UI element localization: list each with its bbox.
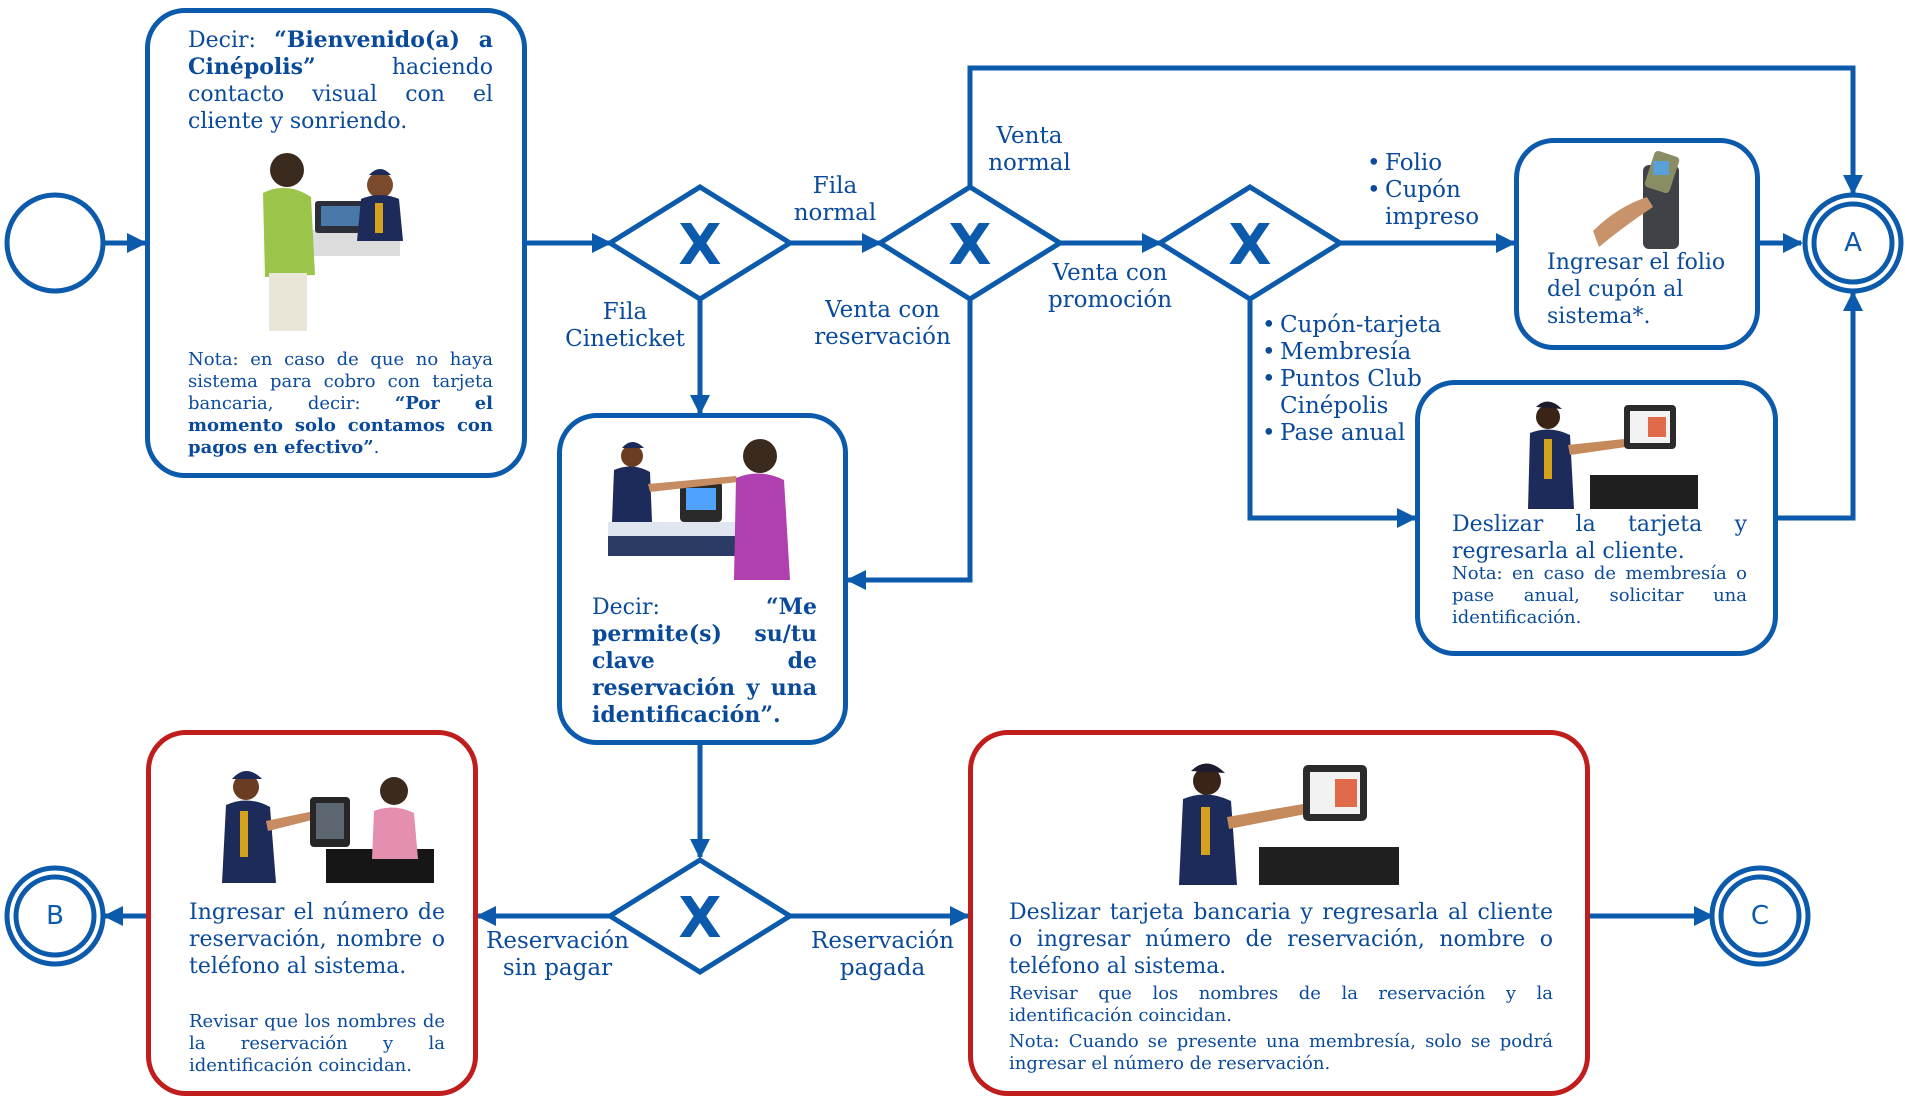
slide-card-task-box: Deslizar la tarjeta y regresarla al clie… <box>1415 380 1778 656</box>
connector-a-inner <box>1811 201 1895 285</box>
arrow-venta-reservacion <box>846 299 973 590</box>
paid-reservation-note-1: Revisar que los nombres de la reservació… <box>1009 983 1553 1026</box>
folio-task-text: Ingresar el folio del cupón al sistema*. <box>1547 250 1726 329</box>
welcome-task-box: Decir: “Bienvenido(a) a Cinépolis” hacie… <box>145 8 527 478</box>
gateway-3-symbol: X <box>1228 213 1272 278</box>
cashier-customer-photo <box>608 439 790 580</box>
cashier-terminal-photo <box>1528 401 1698 509</box>
connector-b-inner <box>13 874 97 958</box>
connector-a-outer <box>1802 192 1904 294</box>
reservation-request-box: Decir: “Me permite(s) su/tu clave de res… <box>557 413 848 745</box>
slide-card-text: Deslizar la tarjeta y regresarla al clie… <box>1452 512 1747 564</box>
connector-c-inner <box>1718 874 1802 958</box>
arrow-to-slide-box <box>1247 299 1417 528</box>
unpaid-reservation-text: Ingresar el número de reservación, nombr… <box>189 900 445 979</box>
unpaid-reservation-note: Revisar que los nombres de la reservació… <box>189 1011 445 1076</box>
slide-card-note: Nota: en caso de membresía o pase anual,… <box>1452 563 1747 628</box>
arrow-slide-to-a <box>1778 291 1863 521</box>
folio-task-box: Ingresar el folio del cupón al sistema*. <box>1514 138 1760 350</box>
gateway-2-symbol: X <box>948 213 992 278</box>
welcome-instruction: Decir: “Bienvenido(a) a Cinépolis” hacie… <box>188 27 493 134</box>
cashier-card-terminal-photo <box>1179 763 1399 885</box>
arrow-venta-normal <box>967 65 1863 195</box>
start-event <box>4 192 106 294</box>
list-item: Membresía <box>1260 339 1441 366</box>
paid-reservation-note-2: Nota: Cuando se presente una membresía, … <box>1009 1031 1553 1074</box>
connector-a-label: A <box>1844 228 1862 258</box>
list-card-options: Cupón-tarjeta Membresía Puntos ClubCinép… <box>1260 312 1441 447</box>
cashier-greeting-photo <box>263 153 403 331</box>
gateway-4-symbol: X <box>678 886 722 951</box>
reservation-request-text: Decir: “Me permite(s) su/tu clave de res… <box>592 594 817 728</box>
welcome-note: Nota: en caso de que no haya sistema par… <box>188 349 493 458</box>
list-item: Folio <box>1365 150 1479 177</box>
connector-c-outer <box>1709 865 1811 967</box>
gateway-1-symbol: X <box>678 213 722 278</box>
cashier-system-photo <box>222 771 434 883</box>
connector-b-outer <box>4 865 106 967</box>
gateway-4-diamond <box>605 857 795 975</box>
connector-c-label: C <box>1750 901 1770 931</box>
connector-b-label: B <box>46 901 64 931</box>
list-item: Pase anual <box>1260 420 1441 447</box>
unpaid-reservation-box: Ingresar el número de reservación, nombr… <box>146 730 478 1096</box>
list-item: Cupón-tarjeta <box>1260 312 1441 339</box>
paid-reservation-text: Deslizar tarjeta bancaria y regresarla a… <box>1009 900 1553 979</box>
paid-reservation-box: Deslizar tarjeta bancaria y regresarla a… <box>968 730 1590 1096</box>
coupon-scanner-photo <box>1593 150 1680 249</box>
